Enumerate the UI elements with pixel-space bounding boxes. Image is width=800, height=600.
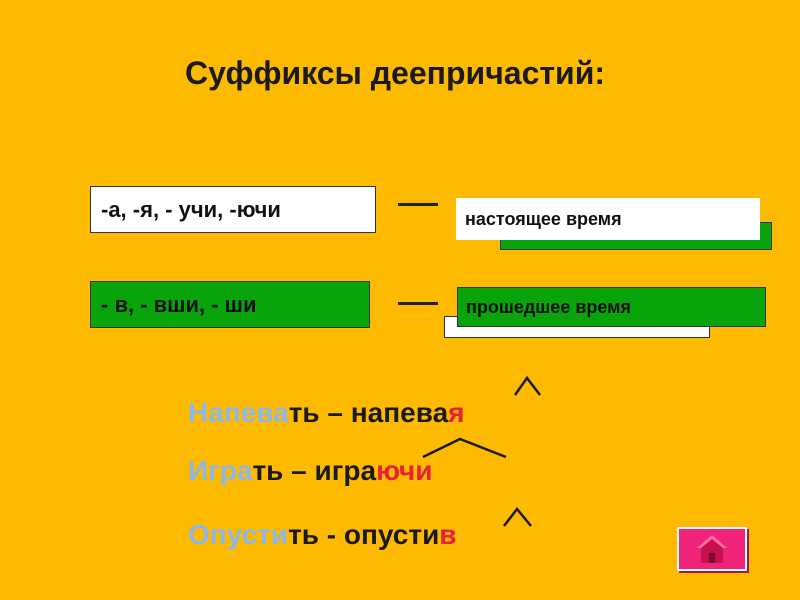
example-3-base: опусти	[343, 519, 440, 550]
example-row-2: Играть – играючи	[188, 455, 432, 487]
example-2-suffix: ючи	[376, 455, 433, 486]
past-suffixes-text: - в, - вши, - ши	[101, 291, 257, 317]
example-row-1: Напевать – напевая	[188, 397, 465, 429]
example-3-ending: ть -	[288, 519, 344, 550]
past-suffixes-box: - в, - вши, - ши	[90, 281, 370, 328]
example-row-3: Опустить - опустив	[188, 519, 457, 551]
present-tense-box: настоящее время	[456, 198, 760, 240]
home-icon	[697, 535, 727, 563]
example-1-base: напева	[350, 397, 449, 428]
past-tense-box: прошедшее время	[457, 287, 766, 327]
home-button[interactable]	[677, 527, 747, 571]
example-3-suffix: в	[439, 519, 457, 550]
example-1-ending: ть –	[288, 397, 351, 428]
present-suffixes-text: -а, -я, - учи, -ючи	[101, 196, 281, 222]
example-2-ending: ть –	[252, 455, 315, 486]
past-tense-text: прошедшее время	[466, 296, 631, 317]
present-tense-text: настоящее время	[465, 208, 622, 229]
suffix-arc-2	[422, 437, 507, 459]
slide-title: Суффиксы деепричастий:	[184, 55, 606, 91]
example-2-stem: Игра	[188, 455, 253, 486]
example-1-suffix: я	[448, 397, 465, 428]
suffix-arc-3	[503, 506, 532, 527]
example-1-stem: Напева	[188, 397, 289, 428]
present-dash	[398, 203, 438, 206]
present-suffixes-box: -а, -я, - учи, -ючи	[90, 186, 376, 233]
example-2-base: игра	[314, 455, 377, 486]
past-dash	[398, 302, 438, 305]
example-3-stem: Опусти	[188, 519, 289, 550]
suffix-arc-1	[513, 375, 541, 396]
